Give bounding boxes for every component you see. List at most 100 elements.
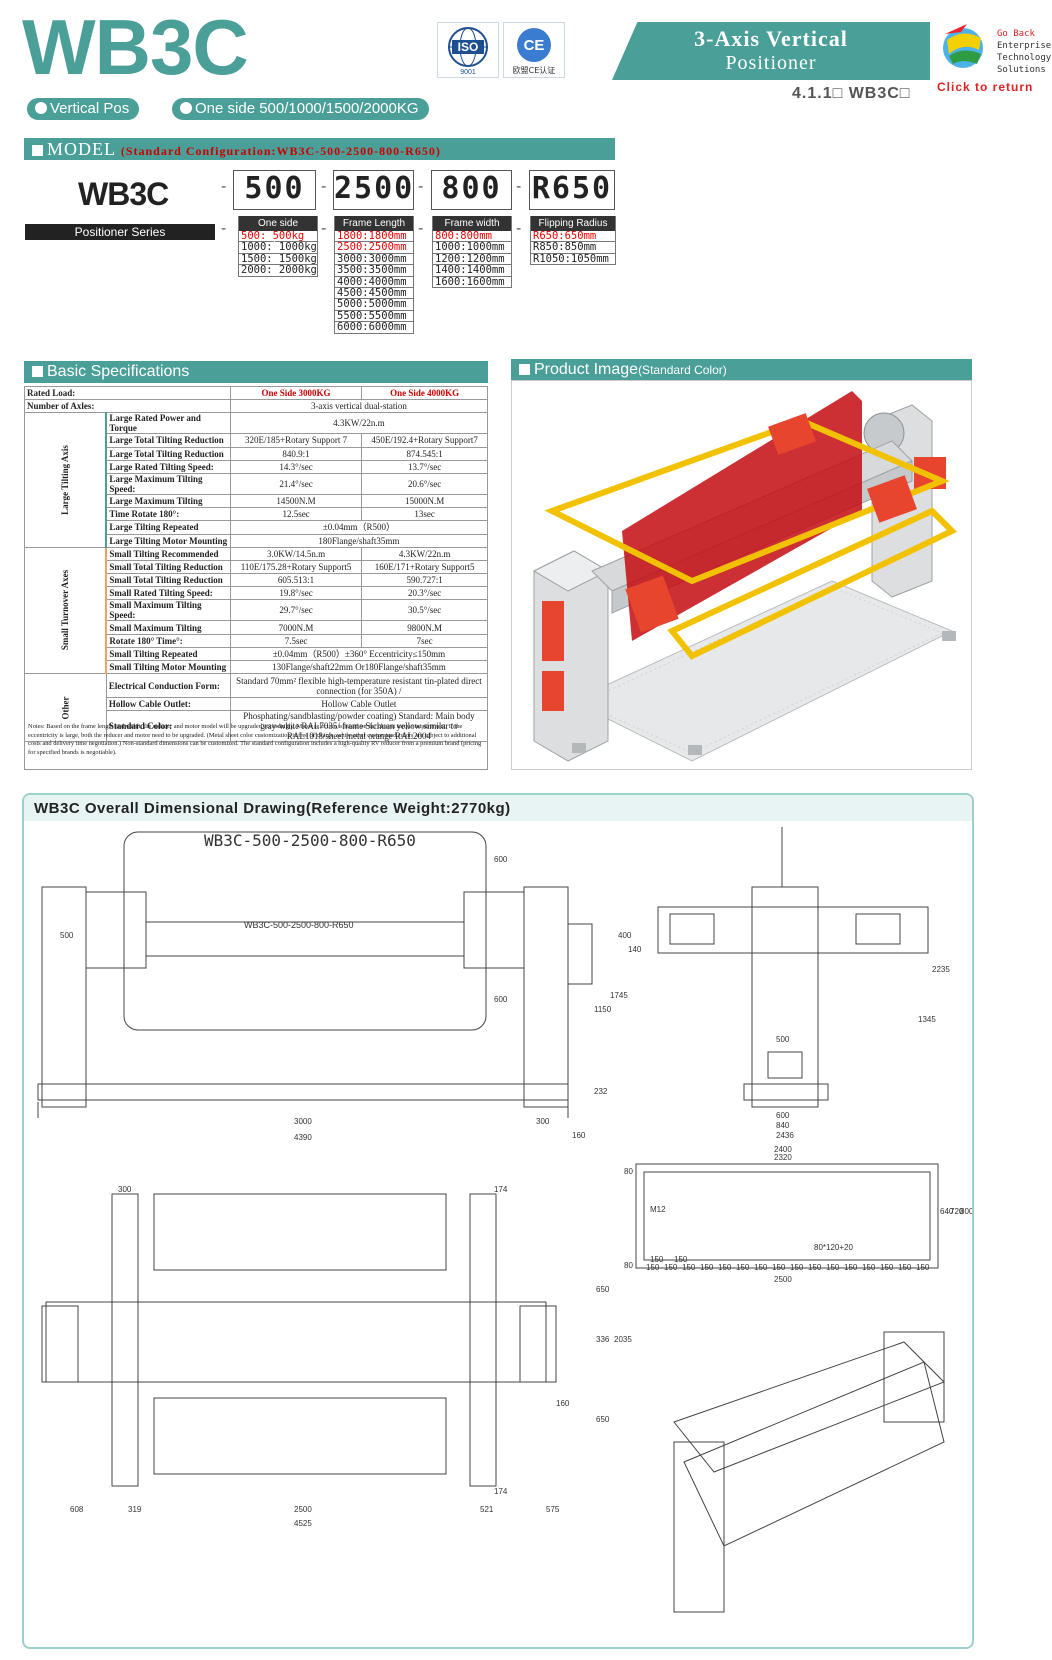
svg-text:1745: 1745 xyxy=(610,991,628,1000)
spec-header-a: One Side 3000KG xyxy=(229,385,363,401)
frame-spacing-label: 150 xyxy=(700,1263,714,1272)
specs-title: Basic Specifications xyxy=(47,363,190,380)
back-link-text: Go Back Enterprise Technology Solutions xyxy=(997,28,1051,76)
spec-row-value-a: 14500N.M xyxy=(229,493,363,509)
table-row: Small Tilting Repeated±0.04mm（R500）±360°… xyxy=(25,646,489,662)
frame-spacing-label: 150 xyxy=(682,1263,696,1272)
svg-text:2436: 2436 xyxy=(776,1131,794,1140)
option-item: 1400:1400mm xyxy=(433,264,511,277)
spec-header-b: One Side 4000KG xyxy=(361,385,488,401)
click-to-return[interactable]: Click to return xyxy=(937,80,1034,94)
ce-text: CE xyxy=(524,37,545,54)
svg-text:319: 319 xyxy=(128,1505,142,1514)
option-item: 2000: 2000kg xyxy=(239,264,317,277)
go-back-label: Go Back xyxy=(997,29,1035,39)
series-label: Positioner Series xyxy=(25,224,215,240)
product-title: Product Image xyxy=(534,361,639,378)
logo-line-3: Solutions xyxy=(997,65,1046,75)
option-item: 500: 500kg xyxy=(239,230,317,243)
svg-text:600: 600 xyxy=(776,1111,790,1120)
spec-row-value-b: 874.545:1 xyxy=(361,446,488,461)
code-payload: 500 xyxy=(233,170,316,210)
svg-text:80: 80 xyxy=(624,1261,633,1270)
option-item: 1000:1000mm xyxy=(433,242,511,254)
spec-group-name: Other xyxy=(60,696,71,720)
positioner-illustration xyxy=(532,391,958,762)
spec-row-value-b: 450E/192.4+Rotary Support7 xyxy=(361,433,488,448)
option-item: R850:850mm xyxy=(531,242,615,254)
spec-row-label: Small Total Tilting Reduction xyxy=(105,559,231,575)
separator-dash: - xyxy=(516,178,522,195)
svg-text:300: 300 xyxy=(536,1117,550,1126)
svg-text:1150: 1150 xyxy=(594,1005,612,1014)
spec-row-label: Rotate 180° Time°: xyxy=(105,633,231,648)
svg-text:80: 80 xyxy=(624,1167,633,1176)
ce-badge: CE 欧盟CE认证 xyxy=(503,22,565,78)
product-image xyxy=(511,380,972,770)
front-view-label: WB3C-500-2500-800-R650 xyxy=(204,831,416,850)
frame-spacing-label: 150 xyxy=(790,1263,804,1272)
svg-text:521: 521 xyxy=(480,1505,494,1514)
spec-row-label: Large Rated Tilting Speed: xyxy=(105,459,231,474)
load-pill: One side 500/1000/1500/2000KG xyxy=(172,98,429,120)
svg-text:3000: 3000 xyxy=(294,1117,312,1126)
svg-text:650: 650 xyxy=(596,1285,610,1294)
banner-line1: 3-Axis Vertical xyxy=(694,26,848,51)
svg-text:800: 800 xyxy=(960,1207,972,1216)
option-item: 5500:5500mm xyxy=(335,310,413,323)
code-flip-radius: R650 xyxy=(529,170,615,210)
option-item: 1600:1600mm xyxy=(433,276,511,288)
spec-row-value-b: 590.727:1 xyxy=(361,573,488,588)
code-frame-width: 800 xyxy=(431,170,512,210)
table-row: Number of Axles:3-axis vertical dual-sta… xyxy=(24,399,489,414)
bullet-icon xyxy=(35,102,47,114)
svg-text:336: 336 xyxy=(596,1335,610,1344)
load-pill-label: One side 500/1000/1500/2000KG xyxy=(195,100,419,117)
svg-text:608: 608 xyxy=(70,1505,84,1514)
square-icon xyxy=(519,364,530,375)
spec-row-value: Standard 70mm² flexible high-temperature… xyxy=(229,673,489,699)
frame-spacing-label: 150 xyxy=(808,1263,822,1272)
go-back-link[interactable]: Go Back Enterprise Technology Solutions … xyxy=(937,20,1052,100)
svg-text:140: 140 xyxy=(628,945,642,954)
spec-row-value-a: 3.0KW/14.5n.m xyxy=(229,546,363,561)
spec-row-value-b: 15000N.M xyxy=(361,493,488,509)
frame-spacing-label: 150 xyxy=(862,1263,876,1272)
frame-spacing-label: 150 xyxy=(880,1263,894,1272)
option-heading: Flipping Radius xyxy=(531,216,615,231)
spec-row-value-a: 14.3°/sec xyxy=(229,459,363,474)
option-item: 3000:3000mm xyxy=(335,253,413,266)
spec-axes-value: 3-axis vertical dual-station xyxy=(229,399,489,414)
spec-axes-label: Number of Axles: xyxy=(24,399,231,414)
frame-spacing-label: 150 xyxy=(754,1263,768,1272)
square-icon xyxy=(32,145,43,156)
frame-spacing-label: 150 xyxy=(646,1263,660,1272)
spec-row-value-b: 30.5°/sec xyxy=(361,599,488,622)
spec-row-value-a: 29.7°/sec xyxy=(229,599,363,622)
spec-group-name: Small Turnover Axes xyxy=(60,570,71,651)
svg-text:4525: 4525 xyxy=(294,1519,312,1528)
option-item: 1200:1200mm xyxy=(433,253,511,266)
spec-row-value-a: 7000N.M xyxy=(229,620,363,635)
svg-text:174: 174 xyxy=(494,1185,508,1194)
series-name: WB3C xyxy=(78,176,169,212)
svg-text:600: 600 xyxy=(494,995,508,1004)
spec-row-value-b: 13.7°/sec xyxy=(361,459,488,474)
spec-row-label: Large Total Tilting Reduction xyxy=(105,446,231,461)
spec-row-label: Small Maximum Tilting Speed: xyxy=(105,599,231,622)
square-icon xyxy=(32,366,43,377)
frame-spacing-label: 150 xyxy=(718,1263,732,1272)
model-header: MODEL (Standard Configuration:WB3C-500-2… xyxy=(24,138,615,160)
separator-dash: - xyxy=(221,178,227,195)
option-item: 5000:5000mm xyxy=(335,299,413,311)
spec-row-label: Small Total Tilting Reduction xyxy=(105,573,231,588)
